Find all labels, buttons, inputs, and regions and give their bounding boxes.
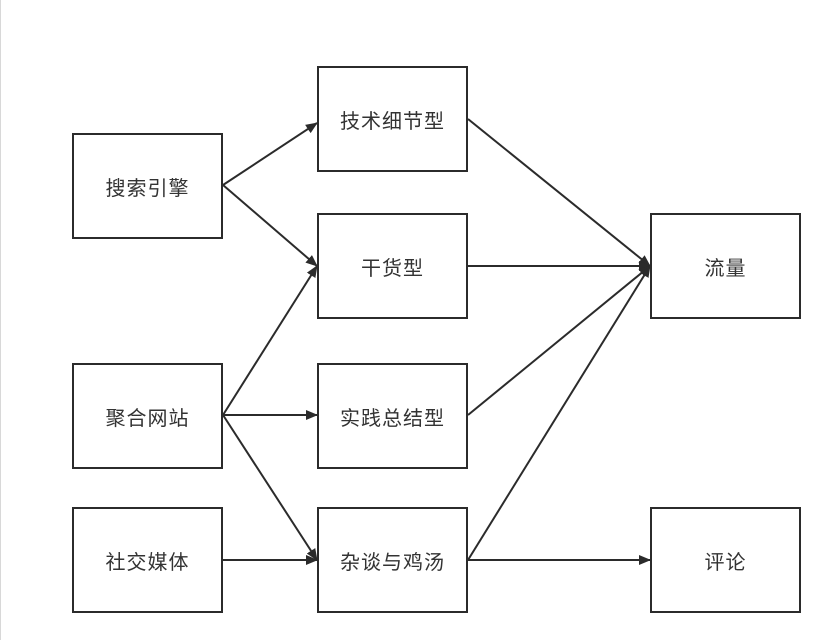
node-practical-content: 干货型 bbox=[317, 213, 468, 319]
edge-agg-to-dry bbox=[222, 265, 318, 416]
node-misc-essay: 杂谈与鸡汤 bbox=[317, 507, 468, 613]
node-traffic: 流量 bbox=[650, 213, 801, 319]
node-technical-detail: 技术细节型 bbox=[317, 66, 468, 172]
node-social-media: 社交媒体 bbox=[72, 507, 223, 613]
left-border bbox=[0, 0, 1, 640]
node-practice-summary: 实践总结型 bbox=[317, 363, 468, 469]
edge-agg-to-misc bbox=[222, 414, 318, 561]
edge-prac-to-traffic bbox=[467, 265, 651, 416]
edge-search-to-dry bbox=[222, 184, 318, 267]
node-aggregator-site: 聚合网站 bbox=[72, 363, 223, 469]
edge-misc-to-traffic bbox=[467, 265, 651, 561]
node-search-engine: 搜索引擎 bbox=[72, 133, 223, 239]
edge-search-to-tech bbox=[222, 122, 318, 186]
edge-tech-to-traffic bbox=[467, 118, 651, 267]
node-comments: 评论 bbox=[650, 507, 801, 613]
